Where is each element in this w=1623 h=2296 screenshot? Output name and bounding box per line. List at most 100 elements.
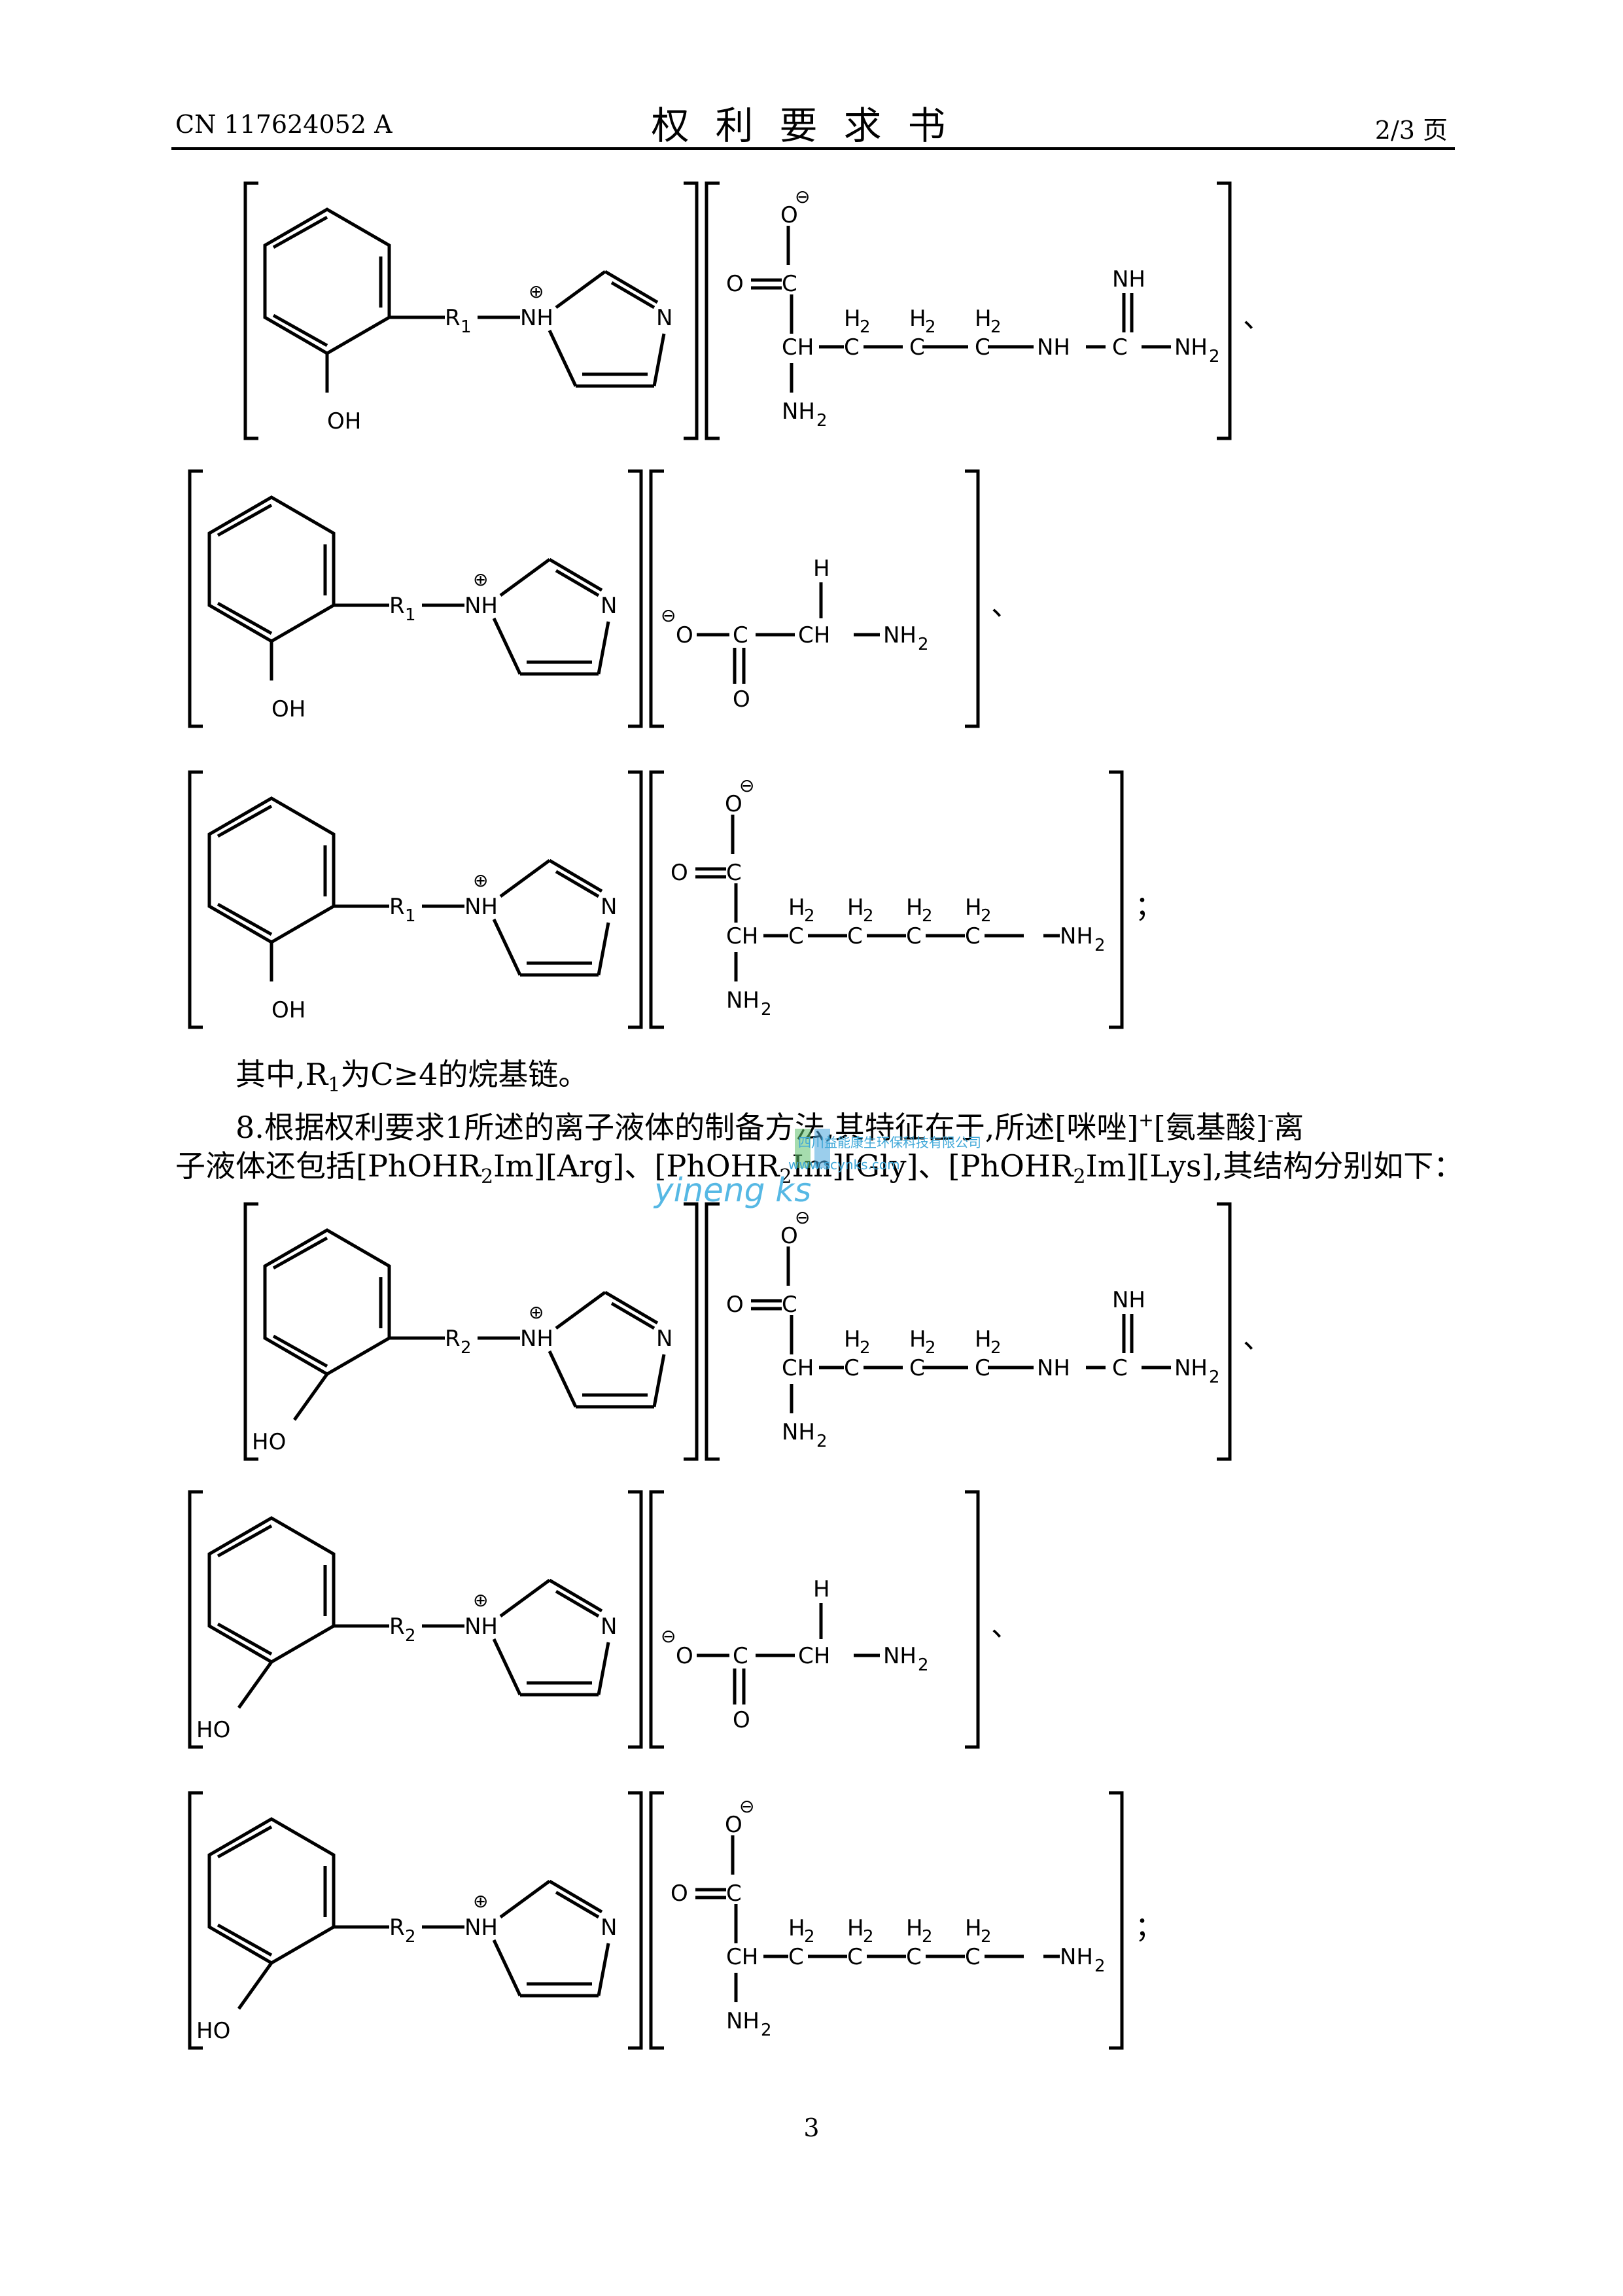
svg-text:C: C (1112, 334, 1128, 361)
substituent-r1: R (445, 305, 461, 331)
page-number: 3 (803, 2113, 820, 2142)
svg-text:2: 2 (761, 2021, 772, 2040)
page-indicator: 2/3 页 (1374, 116, 1448, 145)
svg-text:H: H (847, 1915, 864, 1941)
svg-text:N: N (601, 593, 617, 619)
claim-note-r1: 其中,R1为C≥4的烷基链。 (236, 1057, 589, 1097)
structure-row-5 (190, 1492, 978, 1747)
svg-text:2: 2 (860, 317, 871, 337)
svg-text:⊕: ⊕ (473, 569, 488, 590)
svg-text:1: 1 (405, 906, 416, 926)
svg-text:、: 、 (1243, 1322, 1272, 1355)
svg-text:2: 2 (918, 635, 929, 654)
watermark-logo-icon (795, 1129, 830, 1168)
svg-text:C: C (906, 1944, 922, 1970)
svg-text:N: N (656, 305, 672, 331)
svg-text:C: C (788, 1944, 804, 1970)
svg-text:NH: NH (1060, 923, 1093, 949)
svg-text:；: ； (1135, 890, 1164, 923)
svg-text:O: O (780, 1223, 798, 1249)
svg-text:C: C (975, 1355, 990, 1381)
claim-8-line-1: 8.根据权利要求1所述的离子液体的制备方法,其特征在于,所述[咪唑]+[氨基酸]… (236, 1109, 1304, 1145)
svg-text:CH: CH (782, 1355, 814, 1381)
watermark-url: www.scynks.com (788, 1157, 900, 1173)
svg-text:2: 2 (860, 1338, 871, 1358)
svg-text:H: H (788, 894, 805, 921)
svg-text:2: 2 (990, 1338, 1002, 1358)
svg-text:2: 2 (922, 906, 933, 926)
svg-text:NH: NH (1037, 1355, 1070, 1381)
svg-text:C: C (726, 860, 742, 886)
svg-text:2: 2 (1094, 936, 1106, 955)
svg-text:CH: CH (798, 1643, 830, 1669)
svg-text:CH: CH (726, 923, 758, 949)
svg-text:NH: NH (1060, 1944, 1093, 1970)
watermark-company: 四川益能康生环保科技有限公司 (798, 1135, 981, 1150)
svg-text:C: C (844, 334, 860, 361)
svg-text:O: O (676, 622, 693, 648)
structure-row-6 (190, 1793, 1122, 2048)
svg-text:⊕: ⊕ (529, 281, 544, 302)
svg-text:H: H (906, 1915, 923, 1941)
svg-text:2: 2 (816, 411, 828, 431)
svg-text:C: C (909, 334, 925, 361)
svg-text:2: 2 (405, 1626, 416, 1646)
svg-text:2: 2 (804, 906, 815, 926)
svg-text:2: 2 (1094, 1956, 1106, 1976)
structure-row-3 (190, 772, 1122, 1027)
svg-text:OH: OH (271, 997, 305, 1023)
svg-text:C: C (733, 1643, 748, 1669)
watermark-brand: yineng ks (654, 1171, 812, 1209)
svg-text:2: 2 (1209, 347, 1220, 366)
svg-text:R: R (389, 894, 405, 920)
svg-text:R: R (389, 593, 405, 619)
svg-text:HO: HO (196, 2018, 230, 2044)
svg-text:NH: NH (782, 1419, 815, 1445)
svg-text:N: N (601, 894, 617, 920)
svg-text:C: C (1112, 1355, 1128, 1381)
svg-text:NH: NH (726, 987, 759, 1014)
svg-text:⊖: ⊖ (795, 1207, 810, 1228)
svg-text:H: H (909, 1326, 926, 1352)
svg-text:、: 、 (991, 589, 1020, 622)
svg-text:H: H (965, 894, 982, 921)
svg-text:NH: NH (1174, 1355, 1208, 1381)
svg-text:N: N (601, 1614, 617, 1640)
svg-text:C: C (733, 622, 748, 648)
svg-text:NH: NH (726, 2008, 759, 2034)
svg-text:O: O (671, 1881, 688, 1907)
svg-text:、: 、 (991, 1610, 1020, 1643)
svg-text:NH: NH (1112, 266, 1145, 292)
svg-text:OH: OH (327, 408, 361, 434)
svg-text:H: H (813, 556, 830, 582)
claim-8-line-2: 子液体还包括[PhOHR2Im][Arg]、[PhOHR2Im][Gly]、[P… (175, 1148, 1464, 1188)
svg-text:O: O (733, 1707, 750, 1733)
svg-text:C: C (906, 923, 922, 949)
structure-row-2 (190, 471, 978, 726)
svg-text:OH: OH (271, 696, 305, 722)
svg-text:C: C (788, 923, 804, 949)
svg-text:O: O (725, 791, 742, 817)
svg-text:O: O (726, 271, 744, 297)
svg-text:2: 2 (804, 1927, 815, 1947)
svg-text:CH: CH (726, 1944, 758, 1970)
svg-text:O: O (671, 860, 688, 886)
svg-text:2: 2 (1209, 1368, 1220, 1387)
svg-text:H: H (844, 306, 861, 332)
svg-text:C: C (782, 1292, 797, 1318)
svg-text:H: H (965, 1915, 982, 1941)
svg-text:CH: CH (798, 622, 830, 648)
svg-text:1: 1 (461, 317, 472, 337)
svg-text:NH: NH (520, 305, 553, 331)
svg-text:NH: NH (1174, 334, 1208, 361)
svg-text:H: H (909, 306, 926, 332)
svg-text:O: O (725, 1812, 742, 1838)
svg-text:O: O (726, 1292, 744, 1318)
svg-text:C: C (965, 923, 981, 949)
svg-text:⊖: ⊖ (739, 1795, 754, 1817)
svg-text:NH: NH (520, 1326, 553, 1352)
svg-text:C: C (847, 1944, 863, 1970)
svg-text:2: 2 (918, 1655, 929, 1675)
